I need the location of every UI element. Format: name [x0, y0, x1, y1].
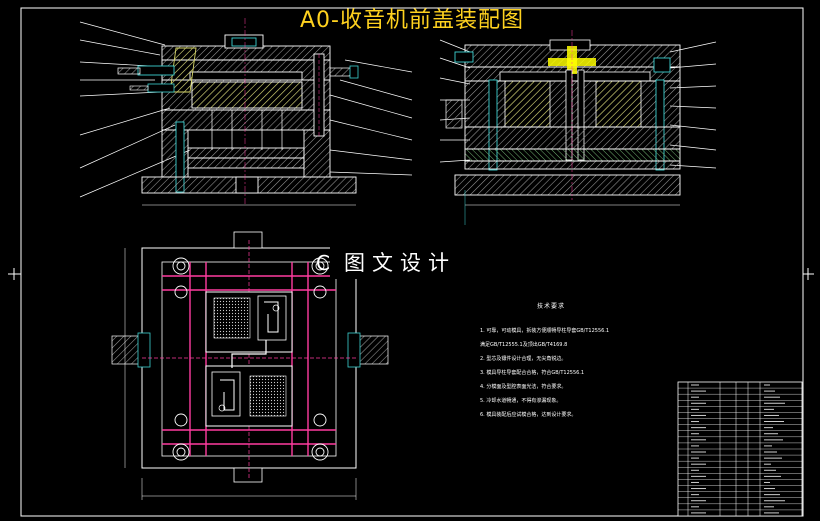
technical-requirement-item: 6. 模具装配后应试模合格，达到设计要求。 [480, 412, 577, 418]
technical-requirement-item: 1. 可靠，可动模具，拆装方便顺畅导柱导套GB/T12556.1 [480, 328, 610, 334]
watermark-letter: C [316, 251, 330, 275]
sheet-frame [8, 7, 814, 517]
technical-requirements-list: 1. 可靠，可动模具，拆装方便顺畅导柱导套GB/T12556.1 满足GB/T1… [480, 327, 650, 425]
watermark-text: 图文设计 [330, 247, 500, 279]
technical-requirement-item: 满足GB/T12555.1及顶出GB/T4169.8 [480, 342, 568, 348]
technical-requirement-item: 3. 模具导柱导套配合合格，符合GB/T12556.1 [480, 370, 585, 376]
technical-requirements: 技术要求 1. 可靠，可动模具，拆装方便顺畅导柱导套GB/T12556.1 满足… [480, 302, 650, 452]
front-section-view [79, 18, 413, 206]
cavity-upper [205, 291, 293, 353]
plan-view [111, 231, 389, 500]
side-section-view [439, 30, 717, 225]
corner-bushings [172, 257, 329, 461]
parts-list-table [677, 381, 803, 517]
technical-requirements-title: 技术要求 [537, 303, 566, 310]
drawing-title: A0-收音机前盖装配图 [300, 8, 524, 33]
cavity-lower [205, 365, 293, 427]
leader-lines-left [79, 21, 413, 198]
technical-requirement-item: 2. 型芯及镶件设计合理，无尖角锐边。 [480, 356, 567, 362]
technical-requirement-item: 5. 冷却水道畅通，不得有渗漏现象。 [480, 398, 562, 404]
technical-requirement-item: 4. 分模面及型腔表面光洁，符合要求。 [480, 384, 567, 390]
